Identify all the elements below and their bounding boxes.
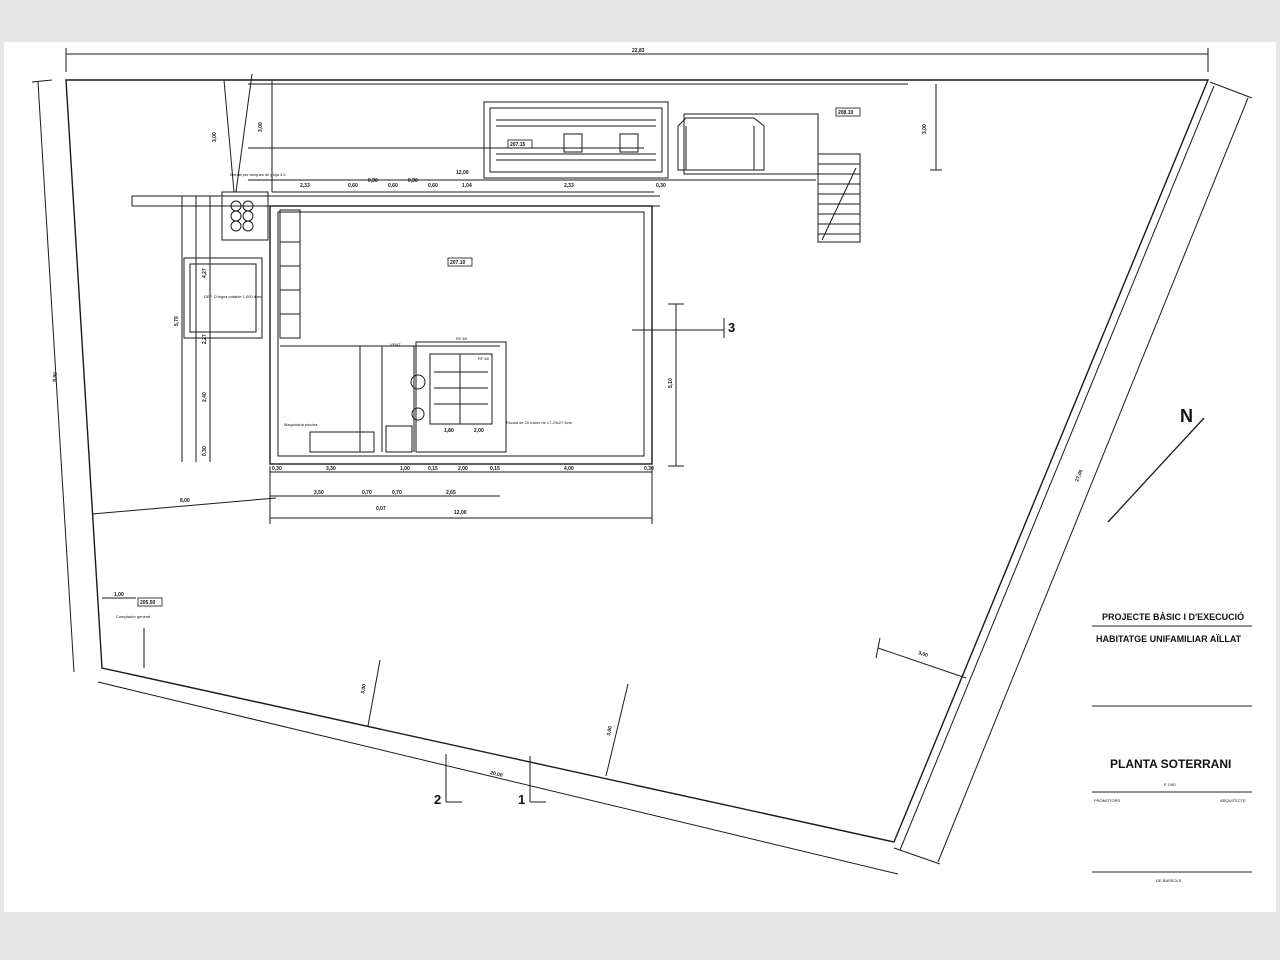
level-main-floor: 207.10 (450, 260, 466, 266)
dim-setback-c: 3,00 (917, 650, 928, 659)
label-machine-room: Maquinària piscina (284, 422, 318, 427)
dim-top-7: 2,33 (564, 183, 574, 189)
dim-setback-e: 3,00 (212, 132, 218, 142)
dim-row1-1: 3,30 (326, 466, 336, 472)
dim-left-height-1: 2,27 (202, 334, 208, 344)
dim-top-1: 0,60 (348, 183, 358, 189)
dim-row2-small: 0,07 (376, 506, 386, 512)
north-arrow-label: N (1180, 406, 1193, 426)
dim-right-side: 27,00 (1074, 469, 1084, 483)
dim-top-4: 0,30 (408, 178, 418, 184)
dim-right-height: 5,10 (668, 378, 674, 388)
dim-row1-4: 2,00 (458, 466, 468, 472)
dim-top-5: 0,60 (428, 183, 438, 189)
dim-row1-0: 0,30 (272, 466, 282, 472)
dim-top-3: 0,60 (388, 183, 398, 189)
dim-row1-7: 0,30 (644, 466, 654, 472)
dim-row1-3: 0,15 (428, 466, 438, 472)
title-project: PROJECTE BÀSIC I D'EXECUCIÓ (1102, 611, 1244, 622)
dim-left-side: 9,90 (52, 372, 59, 383)
floor-plan: 207.15 208.10 207.10 205.50 22,83 9,90 2… (31, 48, 1253, 883)
plot-boundary (65, 79, 1210, 843)
dim-row2-2: 0,70 (392, 490, 402, 496)
level-upper-left: 207.15 (510, 142, 526, 148)
dim-row1-2: 1,00 (400, 466, 410, 472)
dim-row3-total: 12,00 (454, 510, 467, 516)
dim-top-0: 2,33 (300, 183, 310, 189)
section-marker-2: 2 (434, 792, 441, 807)
title-architect-label: ARQUITECTE (1220, 798, 1246, 803)
dim-left-height-0: 4,27 (202, 268, 208, 278)
dim-setback-a: 3,00 (360, 684, 368, 695)
dim-top-2: 0,30 (368, 178, 378, 184)
dim-left-height-2: 2,40 (202, 392, 208, 402)
label-grid-b: RF-60 (478, 356, 490, 361)
section-marker-1: 1 (518, 792, 525, 807)
dim-row2-1: 0,70 (362, 490, 372, 496)
dim-row1-6: 4,00 (564, 466, 574, 472)
dim-row2-3: 2,65 (446, 490, 456, 496)
dim-top-8: 0,30 (656, 183, 666, 189)
dim-tank-width: 1,00 (114, 592, 124, 598)
title-footer: DE BASSOLS (1156, 878, 1182, 883)
label-grid-a: RF-60 (456, 336, 468, 341)
dim-bottom-side: 20,00 (490, 770, 504, 779)
dim-top-6: 1,04 (462, 183, 472, 189)
dim-setback-b: 3,00 (606, 726, 614, 737)
label-stair-note: Escala de 20 trams de 17,23x27,5cm (506, 420, 573, 425)
dim-path-length: 8,00 (180, 498, 190, 504)
level-lower-left: 205.50 (140, 600, 156, 606)
title-scale: E 1/50 (1164, 782, 1176, 787)
dim-setback-d: 3,00 (922, 124, 928, 134)
title-building: HABITATGE UNIFAMILIAR AÏLLAT (1096, 634, 1242, 644)
label-tank: Arrivat per tanques de pluja 3.5 (230, 172, 286, 177)
dim-stair-1: 2,00 (474, 428, 484, 434)
dim-row2-0: 3,50 (314, 490, 324, 496)
title-promoter-label: PROMOTORS (1094, 798, 1120, 803)
drawing-sheet: 207.15 208.10 207.10 205.50 22,83 9,90 2… (4, 42, 1276, 912)
dim-setback-f: 3,00 (258, 122, 264, 132)
label-cistern: DEP. D'aigua potable 1.000 litres (204, 294, 262, 299)
dim-top-inner-total: 12,00 (456, 170, 469, 176)
dim-stair-0: 1,80 (444, 428, 454, 434)
label-ventilation: VENT. (390, 342, 401, 347)
section-marker-3: 3 (728, 320, 735, 335)
label-meter: Comptador general (116, 614, 150, 619)
title-sheet: PLANTA SOTERRANI (1110, 757, 1231, 771)
dim-left-height-3: 0,30 (202, 446, 208, 456)
dim-top-total: 22,83 (632, 48, 645, 54)
dim-left-height-total: 5,70 (174, 316, 180, 326)
level-upper-right: 208.10 (838, 110, 854, 116)
dim-row1-5: 0,15 (490, 466, 500, 472)
